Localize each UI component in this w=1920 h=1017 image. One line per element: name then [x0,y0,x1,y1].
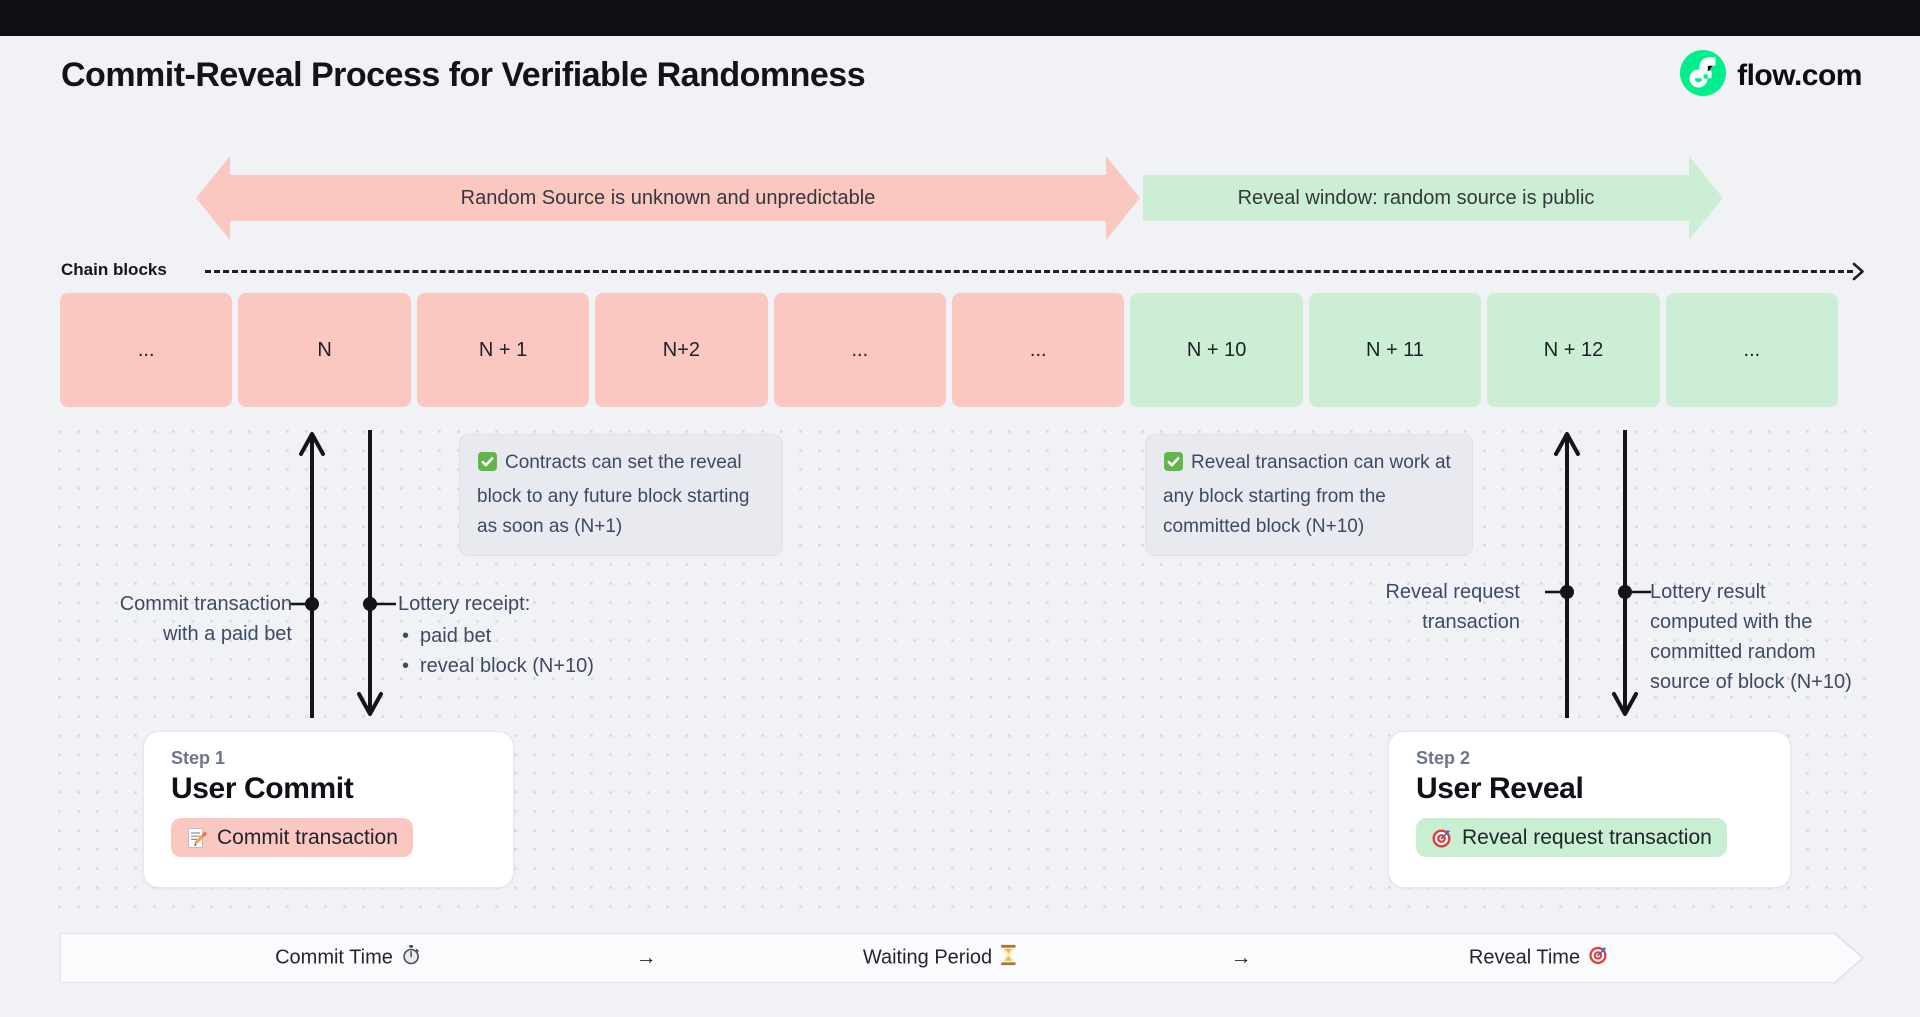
lottery-receipt-list: paid bet reveal block (N+10) [398,621,698,681]
lottery-receipt-heading: Lottery receipt: [398,593,531,615]
note-reveal-text: Reveal transaction can work at any block… [1163,452,1451,537]
step-title: User Reveal [1416,772,1584,805]
chain-dotted-line [205,270,1853,273]
stopwatch-icon [401,945,421,972]
note-reveal-window: Reveal transaction can work at any block… [1145,434,1473,556]
chain-block: ... [60,293,233,407]
lottery-receipt-label: Lottery receipt: paid bet reveal block (… [398,589,698,681]
commit-transaction-label: Commit transaction with a paid bet [119,593,292,645]
chain-block: N + 12 [1487,293,1660,407]
chain-block: ... [1665,293,1839,407]
chain-block: N + 1 [416,293,590,407]
check-icon [477,451,498,482]
window-top-strip [0,0,1920,36]
target-icon [1588,945,1609,972]
step-kicker: Step 2 [1416,748,1471,768]
check-icon [1163,451,1184,482]
timeline-bar: Commit Time → Waiting Period [60,933,1834,983]
arrow-right-head [1689,156,1723,240]
reveal-request-label: Reveal request transaction [1385,581,1520,633]
note-commit-text: Contracts can set the reveal block to an… [477,452,750,537]
step-title: User Commit [171,772,354,805]
arrow-left-head [196,156,230,240]
reveal-arrows-graphic [1545,430,1651,718]
commit-transaction-badge: Commit transaction [171,818,413,857]
step-kicker: Step 1 [171,748,226,768]
badge-label: Commit transaction [217,825,398,849]
phase-reveal-label: Reveal window: random source is public [1237,186,1595,209]
note-commit-window: Contracts can set the reveal block to an… [459,434,783,556]
chain-block: ... [773,293,947,407]
chain-block: ... [952,293,1125,407]
step-card-user-reveal: Step 2 User Reveal Reveal request transa… [1388,731,1791,888]
chain-line-arrowhead-icon [1852,262,1865,286]
timeline-arrow: → [1230,946,1252,969]
chain-blocks-label: Chain blocks [61,260,167,279]
timeline-waiting-period: Waiting Period [863,944,1017,972]
chain-block: N + 10 [1130,293,1303,407]
timeline-commit-time: Commit Time [275,945,421,972]
list-item: reveal block (N+10) [398,651,698,681]
chain-block-row: ... N N + 1 N+2 ... ... N + 10 N + 11 N … [60,293,1839,407]
memo-icon [186,827,208,849]
timeline-reveal-time: Reveal Time [1469,945,1609,972]
phase-unknown-label: Random Source is unknown and unpredictab… [460,186,876,209]
chain-block: N+2 [595,293,768,407]
chain-block: N + 11 [1308,293,1482,407]
lottery-result-label: Lottery result computed with the committ… [1650,581,1852,693]
phase-arrow-unknown: Random Source is unknown and unpredictab… [196,156,1140,240]
hourglass-icon [1000,944,1017,972]
arrow-right-head [1106,156,1140,240]
brand-name: flow.com [1737,58,1862,92]
phase-arrow-reveal: Reveal window: random source is public [1143,156,1723,240]
list-item: paid bet [398,621,698,651]
chain-block: N [238,293,411,407]
page-title: Commit-Reveal Process for Verifiable Ran… [61,56,866,94]
flow-logo-icon [1680,50,1727,101]
step-card-user-commit: Step 1 User Commit Commit transaction [143,731,514,888]
brand-link[interactable]: flow.com [1680,50,1862,101]
timeline-arrow: → [635,946,657,969]
commit-arrows-graphic [290,430,396,718]
badge-label: Reveal request transaction [1462,825,1712,849]
reveal-request-badge: Reveal request transaction [1416,818,1727,857]
target-icon [1431,827,1453,849]
timeline-end-chevron-icon [1833,931,1865,985]
